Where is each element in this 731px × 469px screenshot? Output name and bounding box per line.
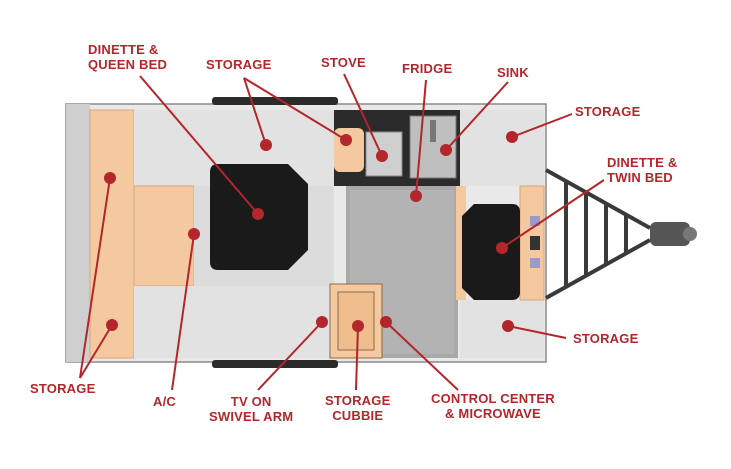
- label-storage-right-top: STORAGE: [575, 104, 641, 119]
- label-tv-swivel-arm: TV ON SWIVEL ARM: [209, 394, 293, 424]
- label-control-line2: & MICROWAVE: [445, 406, 541, 421]
- label-cubbie-line2: CUBBIE: [332, 408, 384, 423]
- callout-dots: [104, 131, 518, 332]
- label-control-center-microwave: CONTROL CENTER & MICROWAVE: [431, 391, 555, 421]
- front-appliance-2: [530, 236, 540, 250]
- label-ac: A/C: [153, 394, 176, 409]
- dot-dinette-twin: [496, 242, 508, 254]
- dot-control-center: [380, 316, 392, 328]
- dot-storage-cubbie: [352, 320, 364, 332]
- label-dinette-twin-bed: DINETTE & TWIN BED: [607, 155, 677, 185]
- hitch-ball: [683, 227, 697, 241]
- dinette-floor: [133, 185, 195, 287]
- label-cubbie-line1: STORAGE: [325, 393, 391, 408]
- front-appliance-3: [530, 258, 540, 268]
- label-tv-line1: TV ON: [230, 394, 272, 409]
- dot-storage-left-a: [104, 172, 116, 184]
- label-sink: SINK: [497, 65, 529, 80]
- label-storage-right-bottom: STORAGE: [573, 331, 639, 346]
- label-dinette-queen-line1: DINETTE &: [88, 42, 159, 57]
- label-tv-line2: SWIVEL ARM: [209, 409, 294, 424]
- callout-lines: [79, 73, 605, 391]
- label-stove: STOVE: [321, 55, 366, 70]
- right-storage-top: [460, 110, 544, 186]
- twin-dinette-table: [462, 204, 520, 300]
- label-dinette-queen-bed: DINETTE & QUEEN BED: [88, 42, 167, 72]
- dot-storage-top-a: [260, 139, 272, 151]
- trailer-tongue: [545, 168, 651, 300]
- label-dinette-twin-line1: DINETTE &: [607, 155, 678, 170]
- front-appliance-1: [530, 216, 540, 226]
- dinette-seat-bottom: [134, 286, 334, 358]
- dot-dinette-queen: [252, 208, 264, 220]
- wheel-well-bottom: [212, 360, 338, 368]
- label-storage-cubbie: STORAGE CUBBIE: [325, 393, 390, 423]
- hitch-coupler: [650, 222, 690, 246]
- label-dinette-twin-line2: TWIN BED: [607, 170, 673, 185]
- right-storage-bottom: [460, 300, 544, 358]
- dot-storage-right-top: [506, 131, 518, 143]
- label-storage-top: STORAGE: [206, 57, 272, 72]
- dot-ac: [188, 228, 200, 240]
- rear-wall: [66, 104, 90, 362]
- label-fridge: FRIDGE: [402, 61, 453, 76]
- label-dinette-queen-line2: QUEEN BED: [88, 57, 168, 72]
- wheel-well-top: [212, 97, 338, 105]
- dot-fridge: [410, 190, 422, 202]
- label-control-line1: CONTROL CENTER: [431, 391, 555, 406]
- dot-storage-left-b: [106, 319, 118, 331]
- dot-storage-top-b: [340, 134, 352, 146]
- dot-stove: [376, 150, 388, 162]
- sink-faucet: [430, 120, 436, 142]
- dot-sink: [440, 144, 452, 156]
- label-storage-left-bottom: STORAGE: [30, 381, 96, 396]
- dot-tv: [316, 316, 328, 328]
- queen-bed-cushion: [89, 109, 135, 359]
- dot-storage-right-bottom: [502, 320, 514, 332]
- twin-bed-cushion-left: [456, 186, 466, 300]
